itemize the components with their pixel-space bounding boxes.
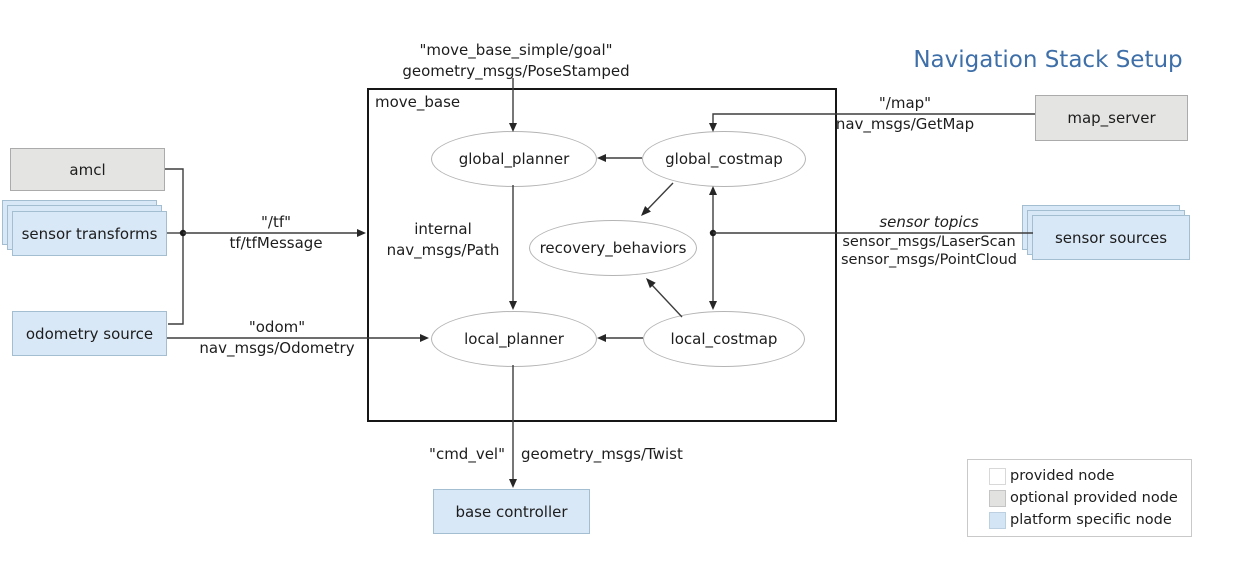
- message-type: sensor_msgs/LaserScan: [842, 234, 1016, 250]
- message-type: nav_msgs/GetMap: [835, 115, 975, 133]
- edge-label-sensor-topics: sensor topics sensor_msgs/LaserScan sens…: [833, 211, 1025, 269]
- edge-label-map: "/map" nav_msgs/GetMap: [815, 93, 995, 135]
- legend: provided node optional provided node pla…: [967, 459, 1192, 537]
- node-local-planner: local_planner: [431, 311, 597, 367]
- legend-item-optional: optional provided node: [989, 487, 1191, 509]
- connector-odometry-tf: [168, 233, 184, 325]
- node-base-controller: base controller: [433, 489, 590, 534]
- stack-front: sensor sources: [1032, 215, 1190, 260]
- topic-name: "move_base_simple/goal": [419, 41, 613, 59]
- move-base-container: move_base: [367, 88, 837, 422]
- node-global-planner: global_planner: [431, 131, 597, 187]
- edge-label-goal: "move_base_simple/goal" geometry_msgs/Po…: [366, 40, 666, 82]
- node-local-costmap: local_costmap: [643, 311, 805, 367]
- node-label: map_server: [1067, 109, 1156, 127]
- topic-name: "/map": [878, 94, 932, 112]
- node-odometry-source: odometry source: [12, 311, 167, 356]
- platform-node-swatch-icon: [989, 511, 1006, 529]
- node-map-server: map_server: [1035, 95, 1188, 141]
- message-type: tf/tfMessage: [229, 234, 323, 252]
- page-title: Navigation Stack Setup: [913, 47, 1183, 73]
- node-label: sensor sources: [1054, 228, 1168, 247]
- node-label: recovery_behaviors: [539, 239, 687, 257]
- provided-node-swatch-icon: [989, 467, 1006, 485]
- node-label: base controller: [455, 502, 568, 521]
- topic-name: "cmd_vel": [429, 445, 505, 463]
- node-label: local_costmap: [670, 330, 778, 348]
- legend-label: platform specific node: [1010, 512, 1172, 528]
- node-amcl: amcl: [10, 148, 165, 191]
- optional-node-swatch-icon: [989, 489, 1006, 507]
- node-label: odometry source: [25, 324, 154, 343]
- stack-front: sensor transforms: [12, 211, 167, 256]
- message-type: geometry_msgs/Twist: [521, 445, 683, 463]
- node-label: amcl: [69, 160, 106, 179]
- node-label: sensor transforms: [21, 224, 158, 243]
- node-label: local_planner: [464, 330, 564, 348]
- node-label: global_planner: [458, 150, 570, 168]
- legend-item-platform: platform specific node: [989, 509, 1191, 531]
- node-global-costmap: global_costmap: [642, 131, 806, 187]
- edge-label-internal: internal nav_msgs/Path: [373, 219, 513, 261]
- node-label: global_costmap: [665, 150, 783, 168]
- legend-label: optional provided node: [1010, 490, 1178, 506]
- edge-label-cmdvel-type: geometry_msgs/Twist: [521, 444, 721, 465]
- node-sensor-transforms: sensor transforms: [2, 200, 169, 257]
- message-type: nav_msgs/Path: [386, 241, 500, 259]
- edge-label-cmdvel-topic: "cmd_vel": [385, 444, 505, 465]
- message-type: nav_msgs/Odometry: [199, 339, 355, 357]
- legend-item-provided: provided node: [989, 465, 1191, 487]
- message-type: geometry_msgs/PoseStamped: [402, 62, 630, 80]
- node-sensor-sources: sensor sources: [1022, 205, 1190, 262]
- topic-name: "odom": [248, 318, 306, 336]
- edge-label-tf: "/tf" tf/tfMessage: [186, 212, 366, 254]
- arrowhead-cmdvel-icon: [509, 479, 517, 488]
- edge-label-odom: "odom" nav_msgs/Odometry: [187, 317, 367, 359]
- node-recovery-behaviors: recovery_behaviors: [529, 220, 697, 276]
- topic-name: sensor topics: [879, 213, 979, 231]
- topic-name: internal: [414, 220, 472, 238]
- topic-name: "/tf": [260, 213, 291, 231]
- legend-label: provided node: [1010, 468, 1115, 484]
- message-type: sensor_msgs/PointCloud: [840, 252, 1018, 268]
- move-base-label: move_base: [375, 93, 461, 111]
